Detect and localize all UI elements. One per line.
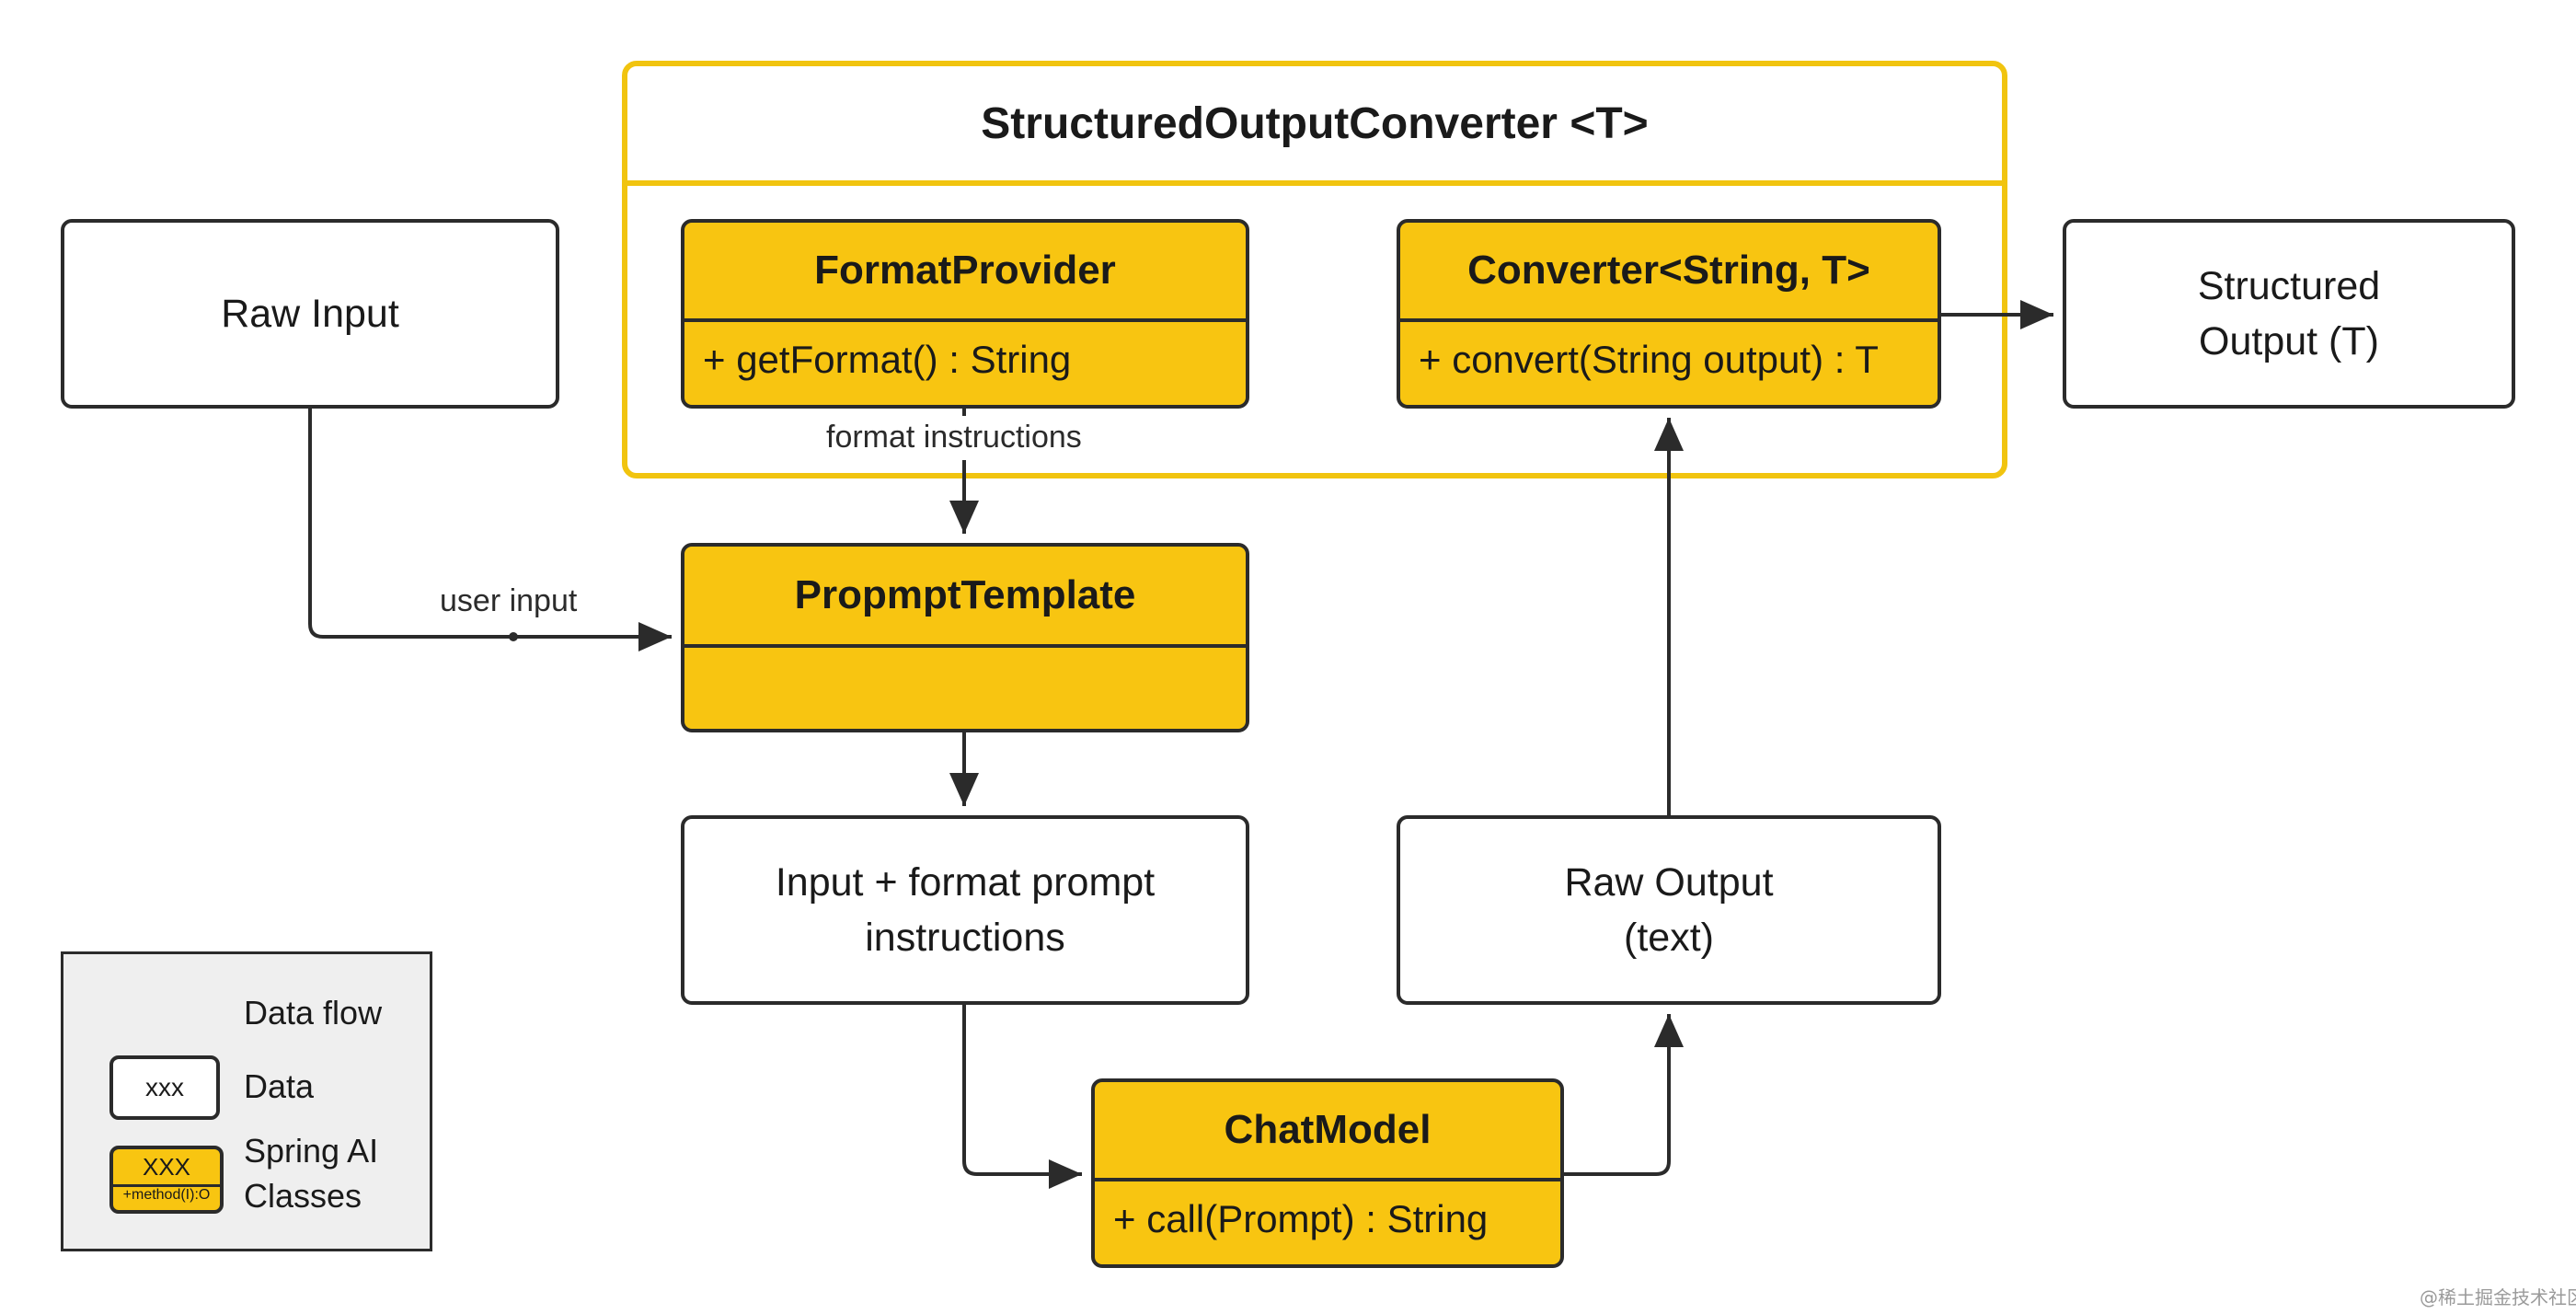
raw-output-node: Raw Output (text) (1397, 815, 1941, 1005)
watermark: @稀土掘金技术社区 (2420, 1286, 2576, 1308)
edge-label-format-instructions: format instructions (826, 420, 1082, 455)
legend-data-sample-box: xxx (109, 1055, 220, 1120)
raw-input-node: Raw Input (61, 219, 559, 409)
legend-data-label: Data (244, 1067, 315, 1105)
legend-spring-ai-classes-label: Spring AI Classes (244, 1132, 379, 1215)
chat-model-method: + call(Prompt) : String (1113, 1197, 1489, 1240)
chat-model-class: ChatModel + call(Prompt) : String (1091, 1078, 1564, 1268)
raw-input-label: Raw Input (221, 291, 399, 336)
user-input-junction-dot (509, 632, 518, 641)
edge-input-to-chatmodel (962, 1005, 1082, 1189)
edge-chatmodel-to-rawoutput (1564, 1014, 1684, 1176)
input-format-prompt-node: Input + format prompt instructions (681, 815, 1249, 1005)
format-provider-class: FormatProvider + getFormat() : String (681, 219, 1249, 409)
prompt-template-class: PropmptTemplate (681, 543, 1249, 732)
structured-output-node: Structured Output (T) (2063, 219, 2515, 409)
edge-user-input (308, 409, 672, 651)
legend-data-sample-text: xxx (145, 1073, 184, 1101)
edge-label-user-input: user input (440, 583, 578, 618)
converter-name: Converter<String, T> (1400, 223, 1938, 322)
raw-output-label: Raw Output (text) (1564, 859, 1774, 960)
converter-method: + convert(String output) : T (1419, 338, 1879, 381)
container-title: StructuredOutputConverter <T> (627, 66, 2002, 186)
legend: Data flow xxx Data XXX +method(I):O Spri… (61, 951, 432, 1251)
format-provider-name: FormatProvider (684, 223, 1246, 322)
legend-data-flow-label: Data flow (244, 994, 383, 1032)
legend-class-sample-name: XXX (113, 1149, 220, 1187)
input-format-prompt-label: Input + format prompt instructions (775, 859, 1156, 960)
legend-class-sample-method: +method(I):O (122, 1187, 211, 1203)
chat-model-name: ChatModel (1095, 1082, 1560, 1181)
structured-output-label: Structured Output (T) (2197, 263, 2381, 363)
legend-class-sample-box: XXX +method(I):O (109, 1146, 224, 1214)
converter-class: Converter<String, T> + convert(String ou… (1397, 219, 1941, 409)
prompt-template-name: PropmptTemplate (684, 547, 1246, 648)
format-provider-method: + getFormat() : String (703, 338, 1072, 381)
